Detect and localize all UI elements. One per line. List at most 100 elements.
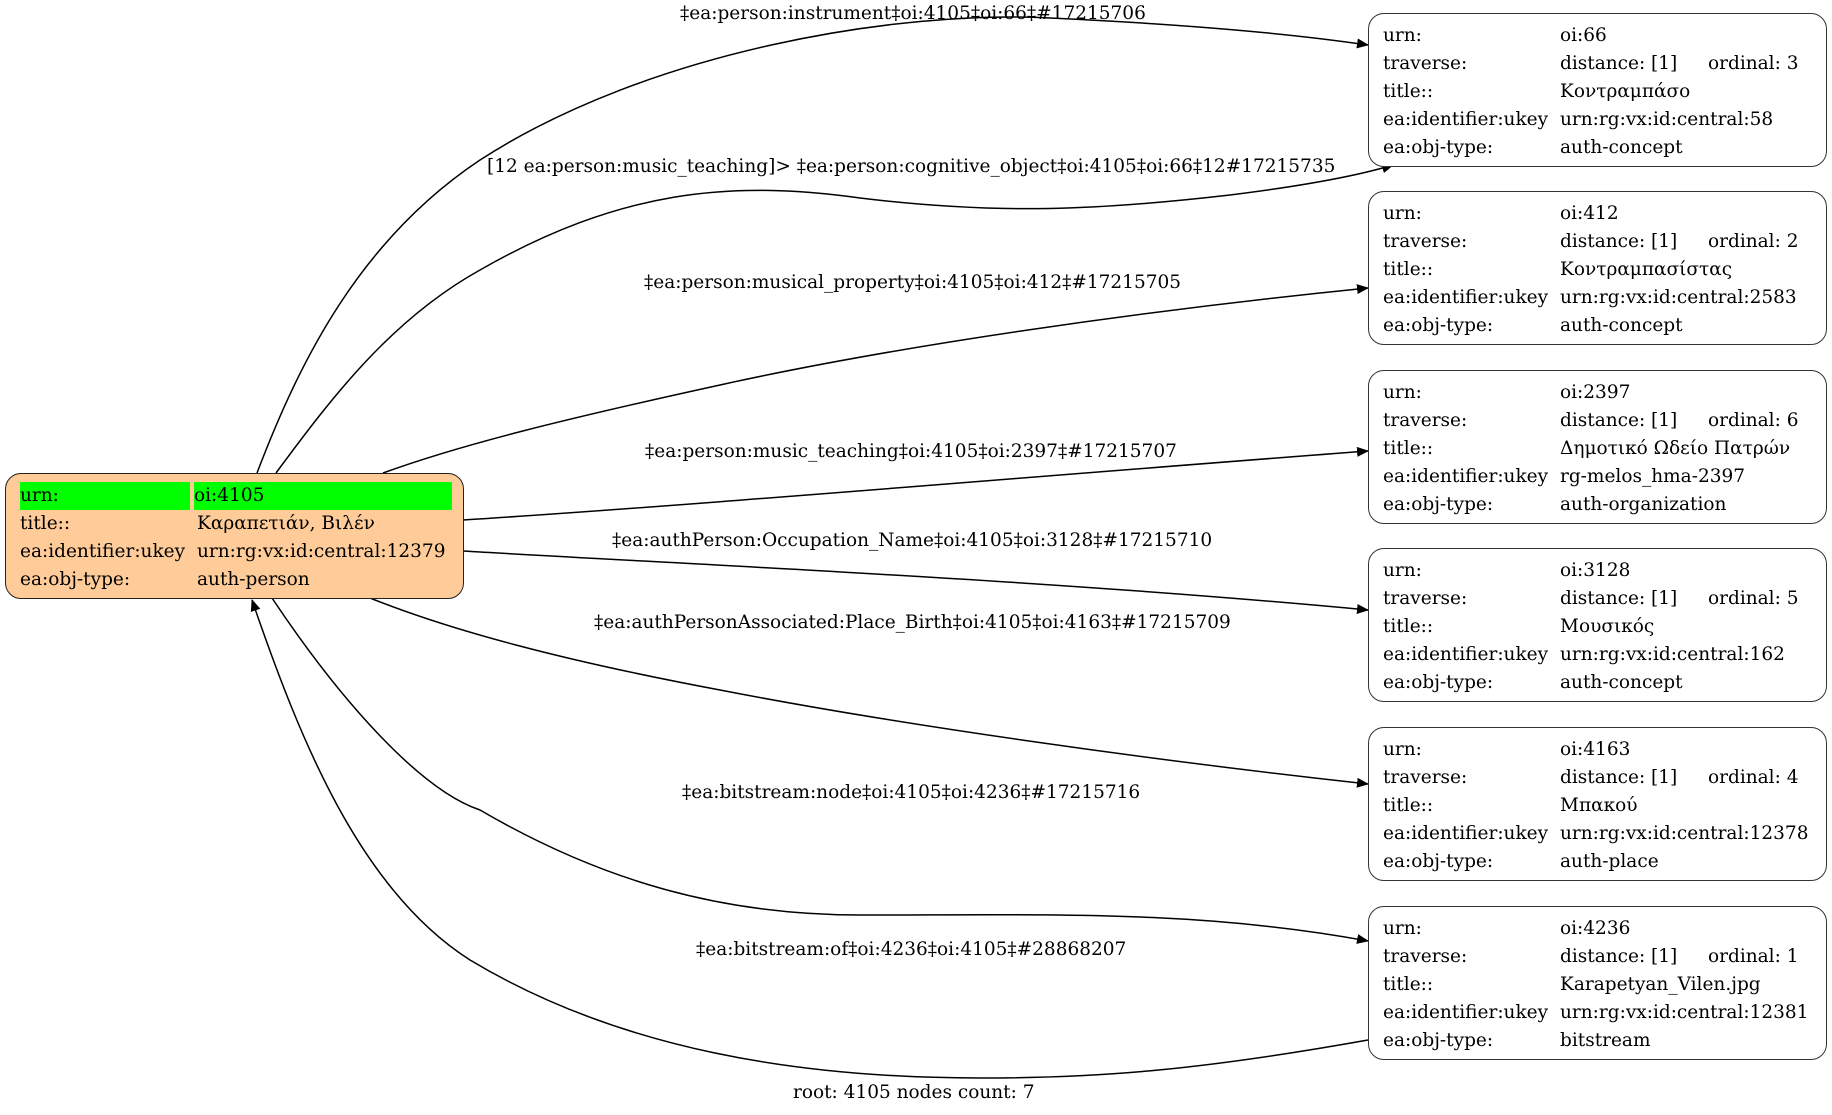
- root-row-type: ea:obj-type: auth-person: [6, 566, 463, 594]
- node-row-traverse: traverse: distance: [1] ordinal: 1: [1369, 943, 1826, 971]
- node-ordinal-value: ordinal: 4: [1708, 767, 1799, 788]
- node-traverse-value: distance: [1]: [1560, 588, 1678, 609]
- graph-footer: root: 4105 nodes count: 7: [793, 1082, 1035, 1103]
- edge-instrument[interactable]: [256, 16, 1369, 474]
- target-node[interactable]: urn: oi:2397 traverse: distance: [1] ordinal…: [1368, 370, 1827, 524]
- node-type-value: bitstream: [1560, 1030, 1651, 1051]
- node-traverse-value: distance: [1]: [1560, 231, 1678, 252]
- node-urn-value: oi:4236: [1560, 918, 1631, 939]
- root-row-urn: urn: oi:4105: [6, 482, 463, 510]
- node-row-ukey: ea:identifier:ukey urn:rg:vx:id:central:1…: [1369, 641, 1826, 669]
- node-title-label: title::: [1383, 438, 1434, 459]
- node-ukey-label: ea:identifier:ukey: [1383, 287, 1549, 308]
- edge-label-music-teaching: ‡ea:person:music_teaching‡oi:4105‡oi:239…: [645, 441, 1177, 462]
- edge-label-bitstream-node: ‡ea:bitstream:node‡oi:4105‡oi:4236‡#1721…: [682, 782, 1141, 803]
- node-traverse-value: distance: [1]: [1560, 410, 1678, 431]
- node-traverse-label: traverse:: [1383, 410, 1468, 431]
- node-ukey-label: ea:identifier:ukey: [1383, 109, 1549, 130]
- edge-label-occupation: ‡ea:authPerson:Occupation_Name‡oi:4105‡o…: [612, 530, 1213, 551]
- node-row-traverse: traverse:distance: [1]ordinal: 5: [1369, 585, 1826, 613]
- node-title-value: Κοντραμπασίστας: [1560, 259, 1733, 280]
- edge-music-teaching[interactable]: [462, 446, 1369, 521]
- node-type-label: ea:obj-type:: [1383, 315, 1494, 336]
- node-type-label: ea:obj-type:: [1383, 494, 1494, 515]
- node-type-value: auth-concept: [1560, 315, 1683, 336]
- node-title-label: title::: [1383, 616, 1434, 637]
- node-row-title: title::Μπακού: [1369, 792, 1826, 820]
- node-urn-label: urn:: [1383, 918, 1422, 939]
- edge-label-musical-property: ‡ea:person:musical_property‡oi:4105‡oi:4…: [644, 272, 1182, 293]
- node-traverse-label: traverse:: [1383, 767, 1468, 788]
- root-urn-value: oi:4105: [194, 482, 452, 510]
- node-ukey-label: ea:identifier:ukey: [1383, 466, 1549, 487]
- edge-label-place-birth: ‡ea:authPersonAssociated:Place_Birth‡oi:…: [594, 612, 1231, 633]
- edge-bitstream-of[interactable]: [250, 599, 1369, 1079]
- root-type-value: auth-person: [197, 569, 310, 590]
- target-node[interactable]: urn: oi:66 traverse:distance: [1]ordinal: …: [1368, 13, 1827, 167]
- node-row-type: ea:obj-type:auth-concept: [1369, 669, 1826, 697]
- node-type-label: ea:obj-type:: [1383, 137, 1494, 158]
- node-row-type: ea:obj-type:auth-concept: [1369, 134, 1826, 162]
- node-ordinal-value: ordinal: 5: [1708, 588, 1799, 609]
- node-row-type: ea:obj-type: auth-concept: [1369, 312, 1826, 340]
- node-urn-label: urn:: [1383, 382, 1422, 403]
- node-row-urn: urn:oi:3128: [1369, 557, 1826, 585]
- target-node[interactable]: urn: oi:4236 traverse: distance: [1] ordinal…: [1368, 906, 1827, 1060]
- node-row-urn: urn: oi:2397: [1369, 379, 1826, 407]
- node-ordinal-value: ordinal: 6: [1708, 410, 1799, 431]
- node-row-urn: urn: oi:4236: [1369, 915, 1826, 943]
- node-type-label: ea:obj-type:: [1383, 1030, 1494, 1051]
- node-urn-value: oi:4163: [1560, 739, 1631, 760]
- node-ukey-value: urn:rg:vx:id:central:2583: [1560, 287, 1797, 308]
- root-type-label: ea:obj-type:: [20, 569, 131, 590]
- edge-place-birth[interactable]: [369, 597, 1369, 788]
- edge-label-bitstream-of: ‡ea:bitstream:of‡oi:4236‡oi:4105‡#288682…: [696, 939, 1127, 960]
- node-row-traverse: traverse:distance: [1]ordinal: 4: [1369, 764, 1826, 792]
- node-title-value: Μπακού: [1560, 795, 1638, 816]
- root-ukey-label: ea:identifier:ukey: [20, 541, 186, 562]
- node-urn-value: oi:66: [1560, 25, 1607, 46]
- edge-musical-property[interactable]: [382, 284, 1369, 474]
- root-row-title: title:: Καραπετιάν, Βιλέν: [6, 510, 463, 538]
- node-ukey-label: ea:identifier:ukey: [1383, 1002, 1549, 1023]
- node-row-urn: urn:oi:4163: [1369, 736, 1826, 764]
- node-ukey-value: urn:rg:vx:id:central:12381: [1560, 1002, 1809, 1023]
- node-ukey-label: ea:identifier:ukey: [1383, 644, 1549, 665]
- node-row-type: ea:obj-type: bitstream: [1369, 1027, 1826, 1055]
- node-row-type: ea:obj-type:auth-organization: [1369, 491, 1826, 519]
- edge-occupation[interactable]: [462, 550, 1369, 614]
- node-urn-value: oi:3128: [1560, 560, 1631, 581]
- node-row-type: ea:obj-type:auth-place: [1369, 848, 1826, 876]
- node-traverse-value: distance: [1]: [1560, 53, 1678, 74]
- edge-label-cognitive-object: [12 ea:person:music_teaching]> ‡ea:perso…: [487, 156, 1336, 177]
- node-traverse-value: distance: [1]: [1560, 946, 1678, 967]
- node-traverse-label: traverse:: [1383, 946, 1468, 967]
- edge-cognitive-object[interactable]: [275, 163, 1394, 474]
- root-title-value: Καραπετιάν, Βιλέν: [197, 513, 375, 534]
- root-urn-label: urn:: [20, 482, 190, 510]
- node-ukey-value: urn:rg:vx:id:central:162: [1560, 644, 1785, 665]
- node-row-traverse: traverse:distance: [1]ordinal: 3: [1369, 50, 1826, 78]
- root-node[interactable]: urn: oi:4105 title:: Καραπετιάν, Βιλέν e…: [5, 473, 464, 599]
- node-urn-value: oi:2397: [1560, 382, 1631, 403]
- node-row-urn: urn:oi:412: [1369, 200, 1826, 228]
- node-type-value: auth-concept: [1560, 672, 1683, 693]
- node-title-value: Κοντραμπάσο: [1560, 81, 1691, 102]
- edge-bitstream-node[interactable]: [271, 597, 1369, 944]
- node-title-value: Μουσικός: [1560, 616, 1655, 637]
- node-ordinal-value: ordinal: 2: [1708, 231, 1799, 252]
- node-ordinal-value: ordinal: 1: [1708, 946, 1799, 967]
- node-ukey-value: urn:rg:vx:id:central:12378: [1560, 823, 1809, 844]
- node-title-value: Karapetyan_Vilen.jpg: [1560, 974, 1761, 995]
- node-urn-label: urn:: [1383, 25, 1422, 46]
- node-title-label: title::: [1383, 81, 1434, 102]
- node-urn-value: oi:412: [1560, 203, 1619, 224]
- node-row-traverse: traverse:distance: [1]ordinal: 2: [1369, 228, 1826, 256]
- edge-label-instrument: ‡ea:person:instrument‡oi:4105‡oi:66‡#172…: [680, 3, 1146, 24]
